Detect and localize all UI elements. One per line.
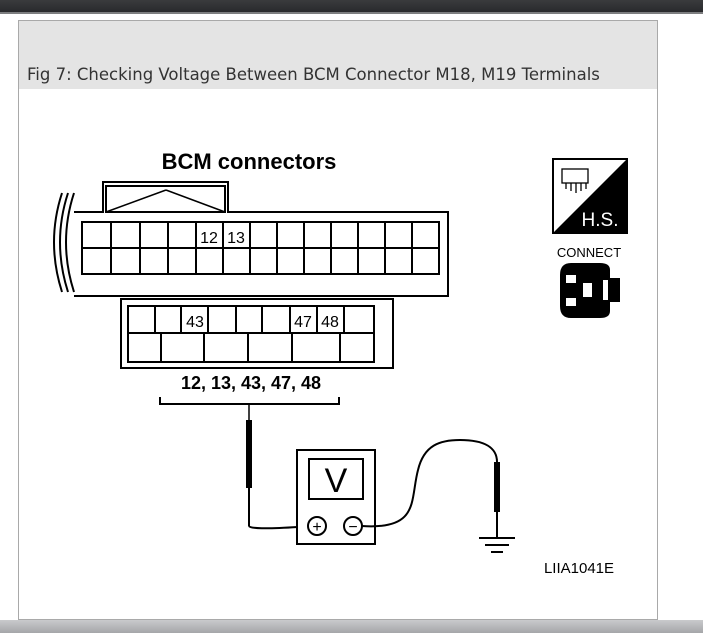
voltmeter-icon: [296, 449, 376, 545]
negative-terminal: −: [348, 519, 357, 536]
pin-label-48: 48: [321, 314, 339, 331]
negative-lead-wire: [361, 438, 498, 528]
upper-connector: [53, 181, 449, 297]
pin-label-12: 12: [200, 230, 218, 247]
figure-caption: Fig 7: Checking Voltage Between BCM Conn…: [27, 65, 600, 84]
pin-label-47: 47: [294, 314, 312, 331]
meter-label: V: [325, 462, 348, 500]
positive-lead-wire: [248, 525, 299, 530]
connector-icon: [560, 263, 620, 318]
diagram-title: BCM connectors: [162, 149, 337, 174]
caption-band: [19, 21, 657, 89]
pin-label-13: 13: [227, 230, 245, 247]
browser-top-bar: [0, 0, 703, 14]
positive-terminal: +: [312, 519, 321, 536]
ground-probe: [494, 462, 500, 538]
ground-icon: [479, 537, 515, 553]
harness-side-icon: [552, 158, 628, 234]
harness-side-label: H.S.: [582, 210, 619, 231]
connect-label: CONNECT: [557, 245, 621, 260]
terminal-list: 12, 13, 43, 47, 48: [181, 373, 321, 393]
probe-icon: [246, 404, 252, 526]
lower-connector: [120, 298, 394, 369]
reference-code: LIIA1041E: [544, 560, 614, 577]
bottom-bar: [0, 620, 703, 633]
pin-label-43: 43: [186, 314, 204, 331]
terminal-bracket: [159, 397, 340, 405]
